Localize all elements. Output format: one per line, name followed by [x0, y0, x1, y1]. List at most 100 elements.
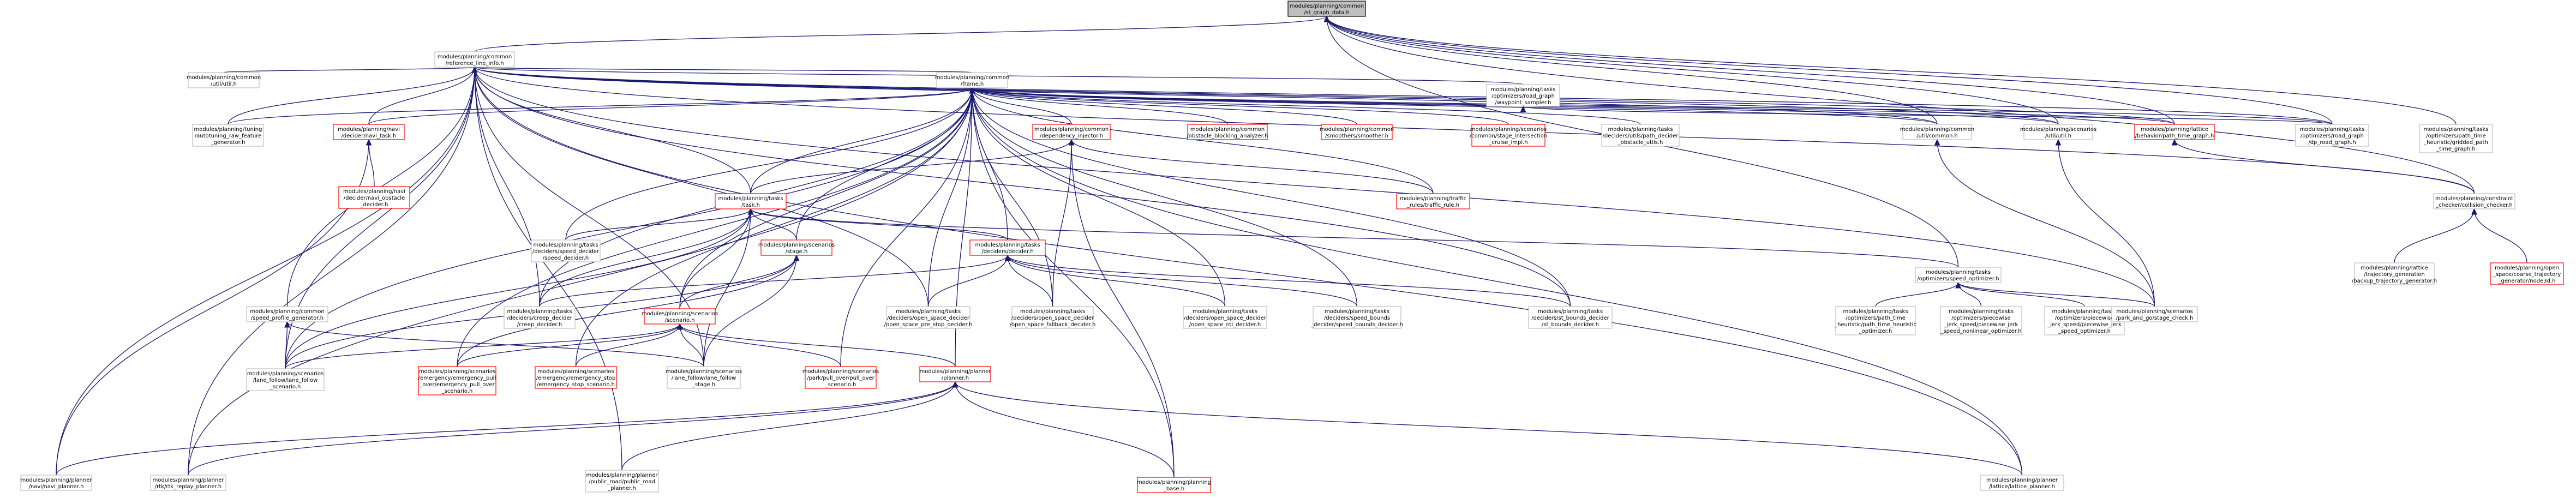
node-root[interactable]: modules/planning/common/st_graph_data.h: [1287, 1, 1366, 17]
node-box: [1313, 306, 1401, 329]
node-pthopt[interactable]: modules/planning/tasks/optimizers/path_t…: [1834, 306, 1916, 335]
node-label-line: _stage.h: [692, 382, 715, 388]
node-emerstop[interactable]: modules/planning/scenarios/emergency/eme…: [535, 366, 617, 389]
node-label-line: /optimizers/speed_optimizer.h: [1917, 276, 1999, 282]
node-gridded[interactable]: modules/planning/tasks/optimizers/path_t…: [2419, 124, 2493, 153]
node-latticep[interactable]: modules/planning/planner/lattice/lattice…: [1980, 475, 2064, 491]
node-label-line: _speed_nonlinear_optimizer.h: [1940, 328, 2021, 334]
node-traffic[interactable]: modules/planning/traffic_rules/traffic_r…: [1396, 193, 1470, 209]
node-label-line: modules/planning/common: [1900, 127, 1974, 133]
edge-gridded-to-root: [1327, 16, 2457, 125]
node-box: [1287, 1, 1366, 17]
edge-rtk-to-planner: [188, 382, 955, 476]
node-decider[interactable]: modules/planning/tasks/deciders/decider.…: [969, 239, 1046, 256]
node-speeddec[interactable]: modules/planning/tasks/deciders/speed_de…: [531, 239, 601, 262]
edge-pathdec-to-frame: [972, 88, 1641, 125]
node-common[interactable]: modules/planning/common/util/common.h: [1900, 124, 1974, 140]
edge-naviobs-to-navitask: [369, 140, 375, 187]
node-depinj[interactable]: modules/planning/common/dependency_injec…: [1032, 124, 1111, 140]
node-box: [1528, 306, 1613, 329]
edge-dprg-to-rgws: [1523, 106, 2333, 125]
node-ospre[interactable]: modules/planning/tasks/deciders/open_spa…: [884, 306, 973, 329]
node-label-line: modules/planning/scenarios: [642, 311, 718, 317]
node-spbound[interactable]: modules/planning/tasks/deciders/speed_bo…: [1310, 306, 1403, 329]
node-emerpull[interactable]: modules/planning/scenarios/emergency/eme…: [418, 366, 496, 395]
node-label-line: modules/planning/tasks: [507, 309, 572, 315]
node-spgen[interactable]: modules/planning/common/speed_profile_ge…: [246, 306, 328, 322]
node-lfscen[interactable]: modules/planning/scenarios/lane_follow/l…: [246, 368, 325, 391]
node-label-line: modules/planning/planner: [1986, 477, 2058, 483]
node-box: [434, 51, 515, 68]
node-pwnl[interactable]: modules/planning/tasks/optimizers/piecew…: [1940, 306, 2022, 335]
edge-speeddec-to-frame: [565, 88, 972, 241]
edge-decider-to-tasksh: [751, 209, 1008, 241]
node-stage[interactable]: modules/planning/scenarios/stage.h: [758, 239, 835, 256]
node-pullover[interactable]: modules/planning/scenarios/park/pull_ove…: [802, 366, 879, 389]
node-box: [585, 470, 659, 493]
node-osroi[interactable]: modules/planning/tasks/deciders/open_spa…: [1183, 306, 1267, 329]
node-label-line: modules/planning/scenarios: [666, 369, 742, 375]
node-lattice[interactable]: modules/planning/lattice/behavior/path_t…: [2134, 124, 2215, 140]
node-backup[interactable]: modules/planning/lattice/trajectory_gene…: [2352, 262, 2437, 285]
node-label-line: /optimizers/path_time: [2426, 133, 2485, 139]
node-pwso[interactable]: modules/planning/tasks/optimizers/piecew…: [2044, 306, 2125, 335]
edge-backup-to-collision: [2394, 209, 2475, 263]
node-navip[interactable]: modules/planning/planner/navi/navi_plann…: [20, 475, 92, 491]
edge-ospre-to-frame: [927, 88, 973, 307]
node-pathdec[interactable]: modules/planning/tasks/deciders/utils/pa…: [1601, 124, 1680, 147]
node-label-line: /planner.h: [942, 375, 969, 381]
node-collision[interactable]: modules/planning/constraint_checker/coll…: [2433, 193, 2515, 209]
node-naviobs[interactable]: modules/planning/navi/decider/navi_obsta…: [338, 186, 410, 209]
node-stageint[interactable]: modules/planning/scenarios/common/stage_…: [1470, 124, 1547, 147]
node-tuning[interactable]: modules/planning/tuning/autotuning_raw_f…: [192, 124, 264, 147]
node-speedopt[interactable]: modules/planning/tasks/optimizers/speed_…: [1915, 267, 2002, 283]
edge-common-to-frame: [972, 88, 1938, 125]
edge-scenutil-to-root: [1327, 16, 2059, 125]
edge-navip-to-rli: [56, 67, 475, 476]
node-box: [1486, 84, 1560, 107]
edge-depinj-to-frame: [972, 88, 1072, 125]
node-scenutil[interactable]: modules/planning/scenarios/util/util.h: [2020, 124, 2096, 140]
node-publicroad[interactable]: modules/planning/planner/public_road/pub…: [585, 470, 659, 493]
edge-ospre-to-rli: [475, 67, 929, 307]
node-planner[interactable]: modules/planning/planner/planner.h: [919, 366, 991, 382]
node-navitask[interactable]: modules/planning/navi/decider/navi_task.…: [333, 124, 405, 140]
node-label-line: _rules/traffic_rule.h: [1406, 202, 1459, 208]
node-label-line: /deciders/open_space_decider: [887, 315, 970, 321]
edge-tasksh-to-frame: [750, 88, 972, 194]
node-lfstage[interactable]: modules/planning/scenarios/lane_follow/l…: [666, 366, 742, 389]
node-dprg[interactable]: modules/planning/tasks/optimizers/road_g…: [2295, 124, 2369, 147]
node-plannerbase[interactable]: modules/planning/planning_base.h: [1137, 477, 1211, 493]
node-util[interactable]: modules/planning/common/util/util.h: [187, 72, 261, 88]
node-rtk[interactable]: modules/planning/planner/rtk/rtk_replay_…: [150, 475, 226, 491]
node-scenario[interactable]: modules/planning/scenarios/scenario.h: [642, 308, 718, 325]
node-stbound[interactable]: modules/planning/tasks/deciders/st_bound…: [1528, 306, 1613, 329]
node-creep[interactable]: modules/planning/tasks/deciders/creep_de…: [504, 306, 576, 329]
file-nodes: modules/planning/common/st_graph_data.hm…: [20, 1, 2564, 493]
node-label-line: /emergency_stop_scenario.h: [537, 382, 615, 388]
node-osfall[interactable]: modules/planning/tasks/deciders/open_spa…: [1010, 306, 1096, 329]
node-parkgo[interactable]: modules/planning/scenarios/park_and_go/s…: [2111, 306, 2198, 322]
node-label-line: modules/planning/tasks: [2052, 309, 2117, 315]
node-label-line: modules/planning/tasks: [718, 196, 783, 202]
node-tasksh[interactable]: modules/planning/tasks/task.h: [715, 193, 787, 209]
node-label-line: modules/planning/common: [250, 309, 324, 315]
node-box: [2134, 124, 2215, 140]
edge-emerstop-to-frame: [575, 88, 973, 367]
node-rli[interactable]: modules/planning/common/reference_line_i…: [434, 51, 515, 68]
edge-collision-to-lattice: [2174, 140, 2475, 194]
node-label-line: /task.h: [741, 202, 760, 208]
node-rgws[interactable]: modules/planning/tasks/optimizers/road_g…: [1486, 84, 1560, 107]
node-obsblock[interactable]: modules/planning/common/obstacle_blockin…: [1187, 124, 1268, 140]
edge-hybrid-to-collision: [2475, 209, 2527, 263]
node-hybrid[interactable]: modules/planning/open_space/coarse_traje…: [2490, 262, 2564, 285]
edge-latticep-to-frame: [972, 88, 2023, 476]
edge-tasksh-to-depinj: [750, 140, 1071, 194]
node-label-line: _base.h: [1163, 486, 1184, 492]
node-label-line: modules/planning/planning: [1137, 479, 1211, 485]
node-frame[interactable]: modules/planning/common/frame.h: [935, 72, 1009, 88]
node-smoother[interactable]: modules/planning/common/smoothers/smooth…: [1320, 124, 1394, 140]
node-box: [1835, 306, 1916, 335]
node-label-line: /rtk/rtk_replay_planner.h: [155, 484, 221, 490]
